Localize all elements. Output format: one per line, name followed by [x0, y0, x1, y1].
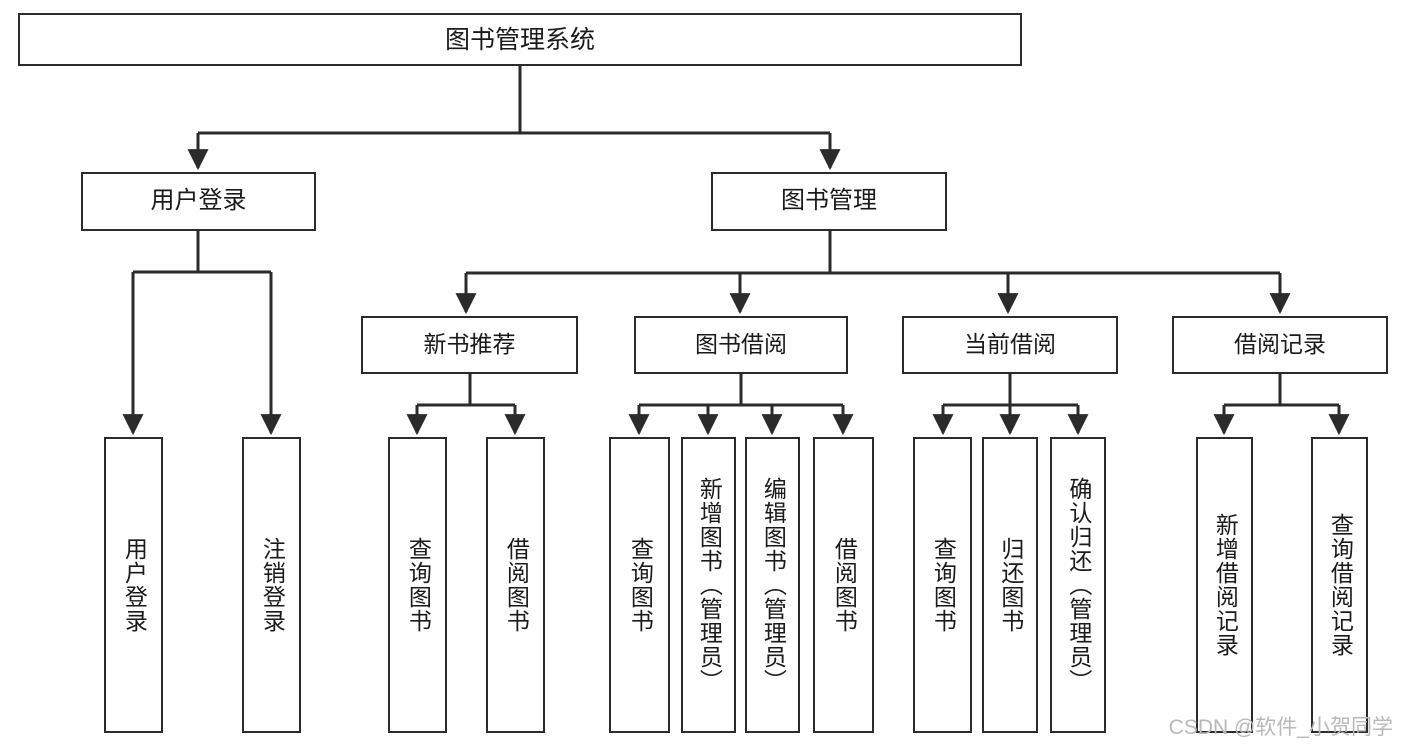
node-label: 借阅记录 [1234, 331, 1326, 358]
node-book-management[interactable]: 图书管理 [711, 172, 947, 231]
node-label: 借阅图书 [503, 537, 530, 633]
node-label: 查询图书 [627, 537, 654, 633]
node-label: 图书借阅 [695, 331, 787, 358]
node-leaf-query-borrow-record[interactable]: 查询借阅记录 [1311, 437, 1368, 733]
node-label: 新书推荐 [423, 331, 516, 358]
node-label: 新增图书（管理员） [696, 477, 723, 693]
node-leaf-user-login[interactable]: 用户登录 [104, 437, 163, 733]
node-leaf-add-book-admin[interactable]: 新增图书（管理员） [681, 437, 736, 733]
node-label: 图书管理 [781, 187, 877, 215]
node-label: 编辑图书（管理员） [760, 477, 787, 693]
node-label: 用户登录 [121, 537, 148, 633]
node-leaf-query-book-current[interactable]: 查询图书 [913, 437, 972, 733]
node-leaf-borrow-book-new[interactable]: 借阅图书 [486, 437, 545, 733]
node-label: 图书管理系统 [444, 25, 595, 54]
node-root-book-management-system[interactable]: 图书管理系统 [18, 13, 1022, 66]
node-label: 查询图书 [405, 537, 432, 633]
node-leaf-query-book-new[interactable]: 查询图书 [388, 437, 447, 733]
node-label: 确认归还（管理员） [1065, 477, 1092, 693]
node-borrowing-records[interactable]: 借阅记录 [1172, 316, 1388, 374]
node-label: 注销登录 [259, 537, 286, 633]
node-leaf-confirm-return-admin[interactable]: 确认归还（管理员） [1050, 437, 1106, 733]
node-leaf-return-book[interactable]: 归还图书 [982, 437, 1038, 733]
node-leaf-borrow-book[interactable]: 借阅图书 [813, 437, 874, 733]
node-leaf-logout[interactable]: 注销登录 [242, 437, 301, 733]
node-label: 归还图书 [997, 537, 1024, 633]
node-book-borrowing[interactable]: 图书借阅 [634, 316, 848, 374]
node-label: 新增借阅记录 [1212, 513, 1239, 657]
node-label: 当前借阅 [964, 331, 1056, 358]
node-label: 查询借阅记录 [1327, 513, 1354, 657]
node-label: 借阅图书 [831, 537, 858, 633]
node-leaf-query-book-borrow[interactable]: 查询图书 [609, 437, 670, 733]
node-user-login[interactable]: 用户登录 [81, 172, 316, 231]
node-new-book-recommendation[interactable]: 新书推荐 [361, 316, 578, 374]
node-leaf-edit-book-admin[interactable]: 编辑图书（管理员） [745, 437, 800, 733]
node-label: 用户登录 [150, 187, 247, 215]
node-leaf-add-borrow-record[interactable]: 新增借阅记录 [1196, 437, 1253, 733]
node-label: 查询图书 [930, 537, 957, 633]
node-current-borrowing[interactable]: 当前借阅 [902, 316, 1118, 374]
